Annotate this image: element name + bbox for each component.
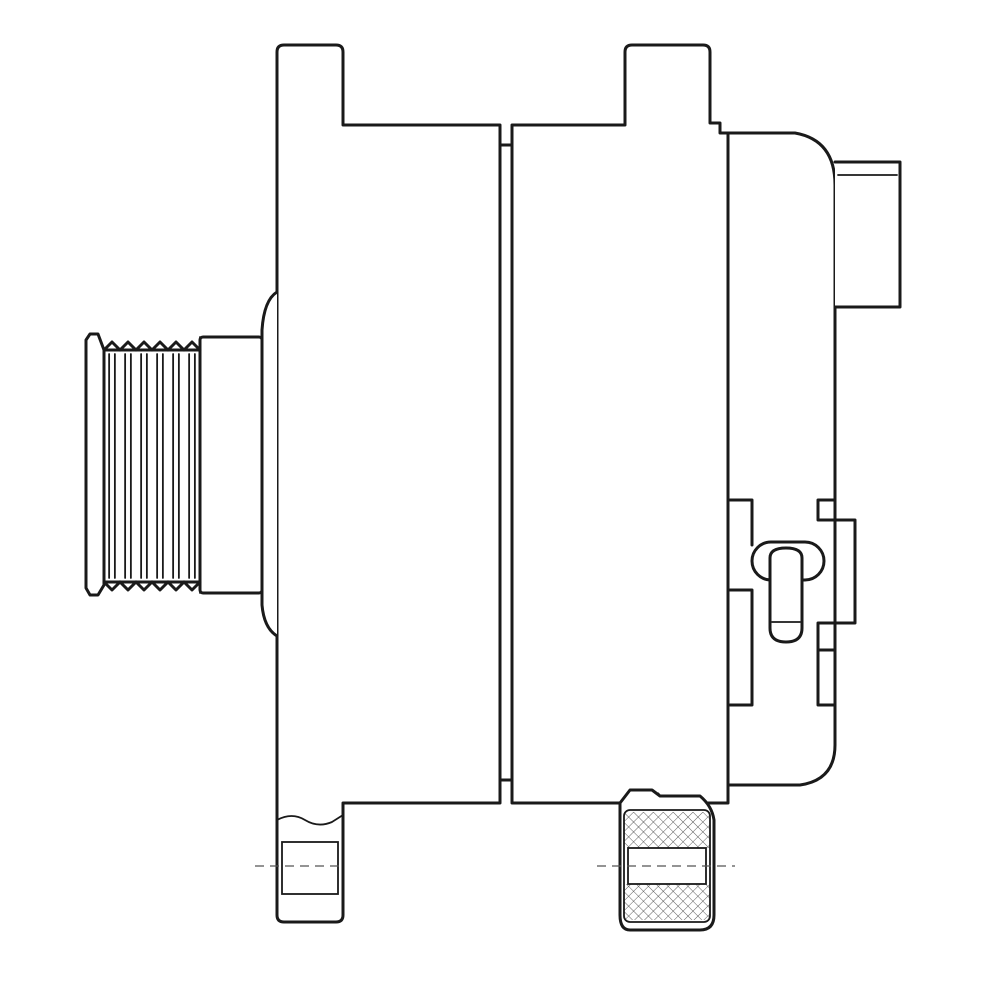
pulley-rib-top xyxy=(150,340,170,352)
lower-ear-bolt-hole xyxy=(281,841,339,895)
pulley-rib-bottom xyxy=(102,580,122,592)
terminal-stud xyxy=(750,540,826,644)
pulley-rib-top xyxy=(182,340,202,352)
pulley-rib-bottom xyxy=(166,580,186,592)
rear-cover xyxy=(726,131,837,787)
connector-plug xyxy=(833,160,902,309)
pulley-rib-top xyxy=(118,340,138,352)
pulley xyxy=(84,332,202,597)
pulley-rib-bottom xyxy=(134,580,154,592)
pulley-rib-top xyxy=(102,340,122,352)
lower-ear-break-line xyxy=(276,814,344,826)
pulley-rib-bottom xyxy=(150,580,170,592)
pulley-rib-bottom xyxy=(118,580,138,592)
threaded-insert-hatch-top xyxy=(624,812,710,848)
pulley-rib-top xyxy=(166,340,186,352)
terminal-block xyxy=(728,498,857,707)
pulley-grooves xyxy=(102,340,202,592)
front-housing-hub xyxy=(260,290,279,638)
front-housing xyxy=(255,43,502,924)
pulley-rib-bottom xyxy=(182,580,202,592)
rear-lower-mount xyxy=(597,788,735,932)
pulley-rib-top xyxy=(134,340,154,352)
pulley-hub xyxy=(198,335,264,595)
threaded-insert-hatch-bottom xyxy=(624,884,710,920)
rear-housing xyxy=(510,43,730,805)
stator-gap xyxy=(498,143,514,782)
